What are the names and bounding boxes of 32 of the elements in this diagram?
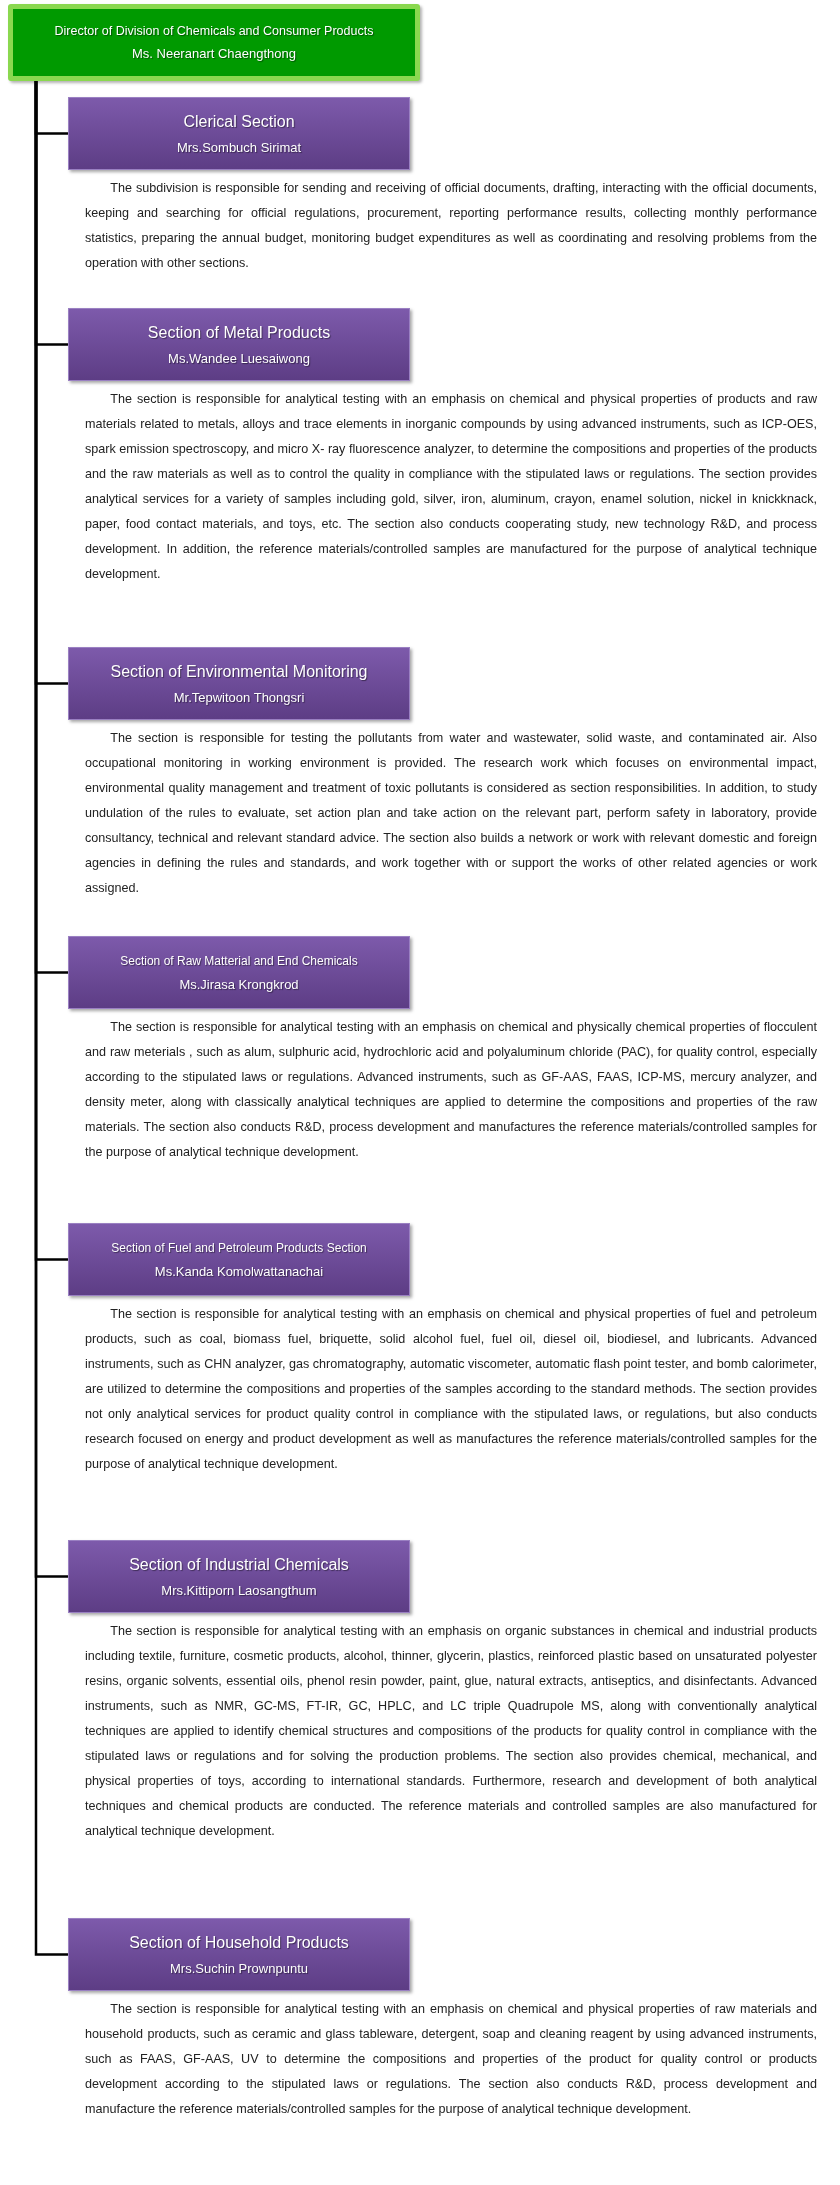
- section-title: Section of Raw Matterial and End Chemicals: [119, 953, 359, 968]
- section-title: Section of Metal Products: [146, 323, 332, 342]
- section-box: [68, 647, 410, 720]
- section-box: [68, 936, 410, 1009]
- person-name: Ms. Neeranart Chaengthong: [131, 46, 296, 61]
- person-name: Ms.Jirasa Krongkrod: [179, 976, 299, 992]
- section-title: Section of Environmental Monitoring: [109, 662, 369, 681]
- section-description: The section is responsible for analytical testing with an emphasis on chemical and physical properties of products and raw materials related to metals, alloys and trace elements in inorganic compounds by using advanced instruments, such as ICP-OES, spark emission spectroscopy, and micro X- ray fluorescence analyzer, to determine the compositions and properties of the products and the raw materials as well as to control the quality in compliance with the stipulated laws or regulations. The section provides analytical services for a variety of samples including gold, silver, iron, aluminum, crayon, enamel solution, nickel in knickknack, paper, food contact materials, and toys, etc. The section also conducts cooperating study, new technology R&D, and process development. In addition, the reference materials/controlled samples are manufactured for the purpose of analytical technique development.: [85, 391, 817, 583]
- person-name: Ms.Wandee Luesaiwong: [168, 350, 310, 366]
- section-description: The subdivision is responsible for sending and receiving of official documents, drafting, interacting with the official documents, keeping and searching for official regulations, procurement, reporting performance results, collecting monthly performance statistics, preparing the annual budget, monitoring budget expenditures as well as coordinating and resolving problems from the operation with other sections.: [85, 180, 817, 272]
- director-box: [8, 4, 420, 81]
- person-name: Mrs.Sombuch Sirimat: [176, 139, 302, 155]
- section-box: [68, 1223, 410, 1296]
- person-name: Mrs.Suchin Prownpuntu: [170, 1960, 308, 1976]
- section-box: [68, 1540, 410, 1613]
- person-name: Mr.Tepwitoon Thongsri: [173, 689, 305, 705]
- section-description: The section is responsible for analytical testing with an emphasis on organic substances in chemical and industrial products including textile, furniture, cosmetic products, alcohol, thinner, glycerin, plastics, reinforced plastic based on unsaturated polyester resins, organic solvents, essential oils, phenol resin powder, paint, glue, natural extracts, antiseptics, and disinfectants. Advanced instruments, such as NMR, GC-MS, FT-IR, GC, HPLC, and LC triple Quadrupole MS, along with conventionally analytical techniques are applied to identify chemical structures and compositions of the products for quality control in compliance with the stipulated laws or regulations and for solving the production problems. The section also provides chemical, mechanical, and physical properties of toys, according to international standards. Furthermore, research and development of both analytical techniques and chemical products are conducted. The reference materials and controlled samples are also manufactured for analytical technique development.: [85, 1623, 817, 1840]
- section-box: [68, 308, 410, 381]
- section-box: [68, 1918, 410, 1991]
- section-title: Section of Industrial Chemicals: [128, 1555, 350, 1574]
- section-title: Section of Household Products: [128, 1933, 350, 1952]
- section-description: The section is responsible for analytical testing with an emphasis on chemical and physical properties of fuel and petroleum products, such as coal, biomass fuel, briquette, solid alcohol fuel, fuel oil, diesel oil, biodiesel, and lubricants. Advanced instruments, such as CHN analyzer, gas chromatography, automatic viscometer, automatic flash point tester, and bomb calorimeter, are utilized to determine the compositions and properties of the samples according to the standard methods. The section provides not only analytical services for product quality control in compliance with the stipulated laws, or regulations, but also conducts research focused on energy and product development as well as manufactures the reference materials/controlled samples for the purpose of analytical technique development.: [85, 1306, 817, 1473]
- person-name: Ms.Kanda Komolwattanachai: [154, 1263, 324, 1279]
- section-description: The section is responsible for testing the pollutants from water and wastewater, solid waste, and contaminated air. Also occupational monitoring in working environment is provided. The research work which focuses on environmental impact, environmental quality management and treatment of toxic pollutants is considered as section responsibilities. In addition, to study undulation of the rules to evaluate, set action plan and take action on the relevant part, perform safety in laboratory, provide consultancy, technical and relevant standard advice. The section also builds a network or work with relevant domestic and foreign agencies in defining the rules and standards, and work together with or support the works of other related agencies or work assigned.: [85, 730, 817, 897]
- section-description: The section is responsible for analytical testing with an emphasis on chemical and physically chemical properties of flocculent and raw meterials , such as alum, sulphuric acid, hydrochloric acid and polyaluminum chloride (PAC), for quality control, especially according to the stipulated laws or regulations. Advanced instruments, such as GF-AAS, FAAS, ICP-MS, mercury analyzer, and density meter, along with classically analytical techniques are applied to determine the compositions and properties of the raw materials. The section also conducts R&D, process development and manufactures the reference materials/controlled samples for the purpose of analytical technique development.: [85, 1019, 817, 1161]
- person-name: Mrs.Kittiporn Laosangthum: [161, 1582, 317, 1598]
- section-title: Section of Fuel and Petroleum Products Section: [110, 1240, 368, 1255]
- section-box: [68, 97, 410, 170]
- director-title: Director of Division of Chemicals and Consumer Products: [54, 24, 374, 38]
- connector-line: [34, 81, 68, 1956]
- section-title: Clerical Section: [182, 112, 296, 131]
- section-description: The section is responsible for analytical testing with an emphasis on chemical and physical properties of raw materials and household products, such as ceramic and glass tableware, detergent, soap and cleaning reagent by using advanced instruments, such as FAAS, GF-AAS, UV to determine the compositions and properties of the product for quality control or products development according to the stipulated laws or regulations. The section also conducts R&D, process development and manufacture the reference materials/controlled samples for the purpose of analytical technique development.: [85, 2001, 817, 2118]
